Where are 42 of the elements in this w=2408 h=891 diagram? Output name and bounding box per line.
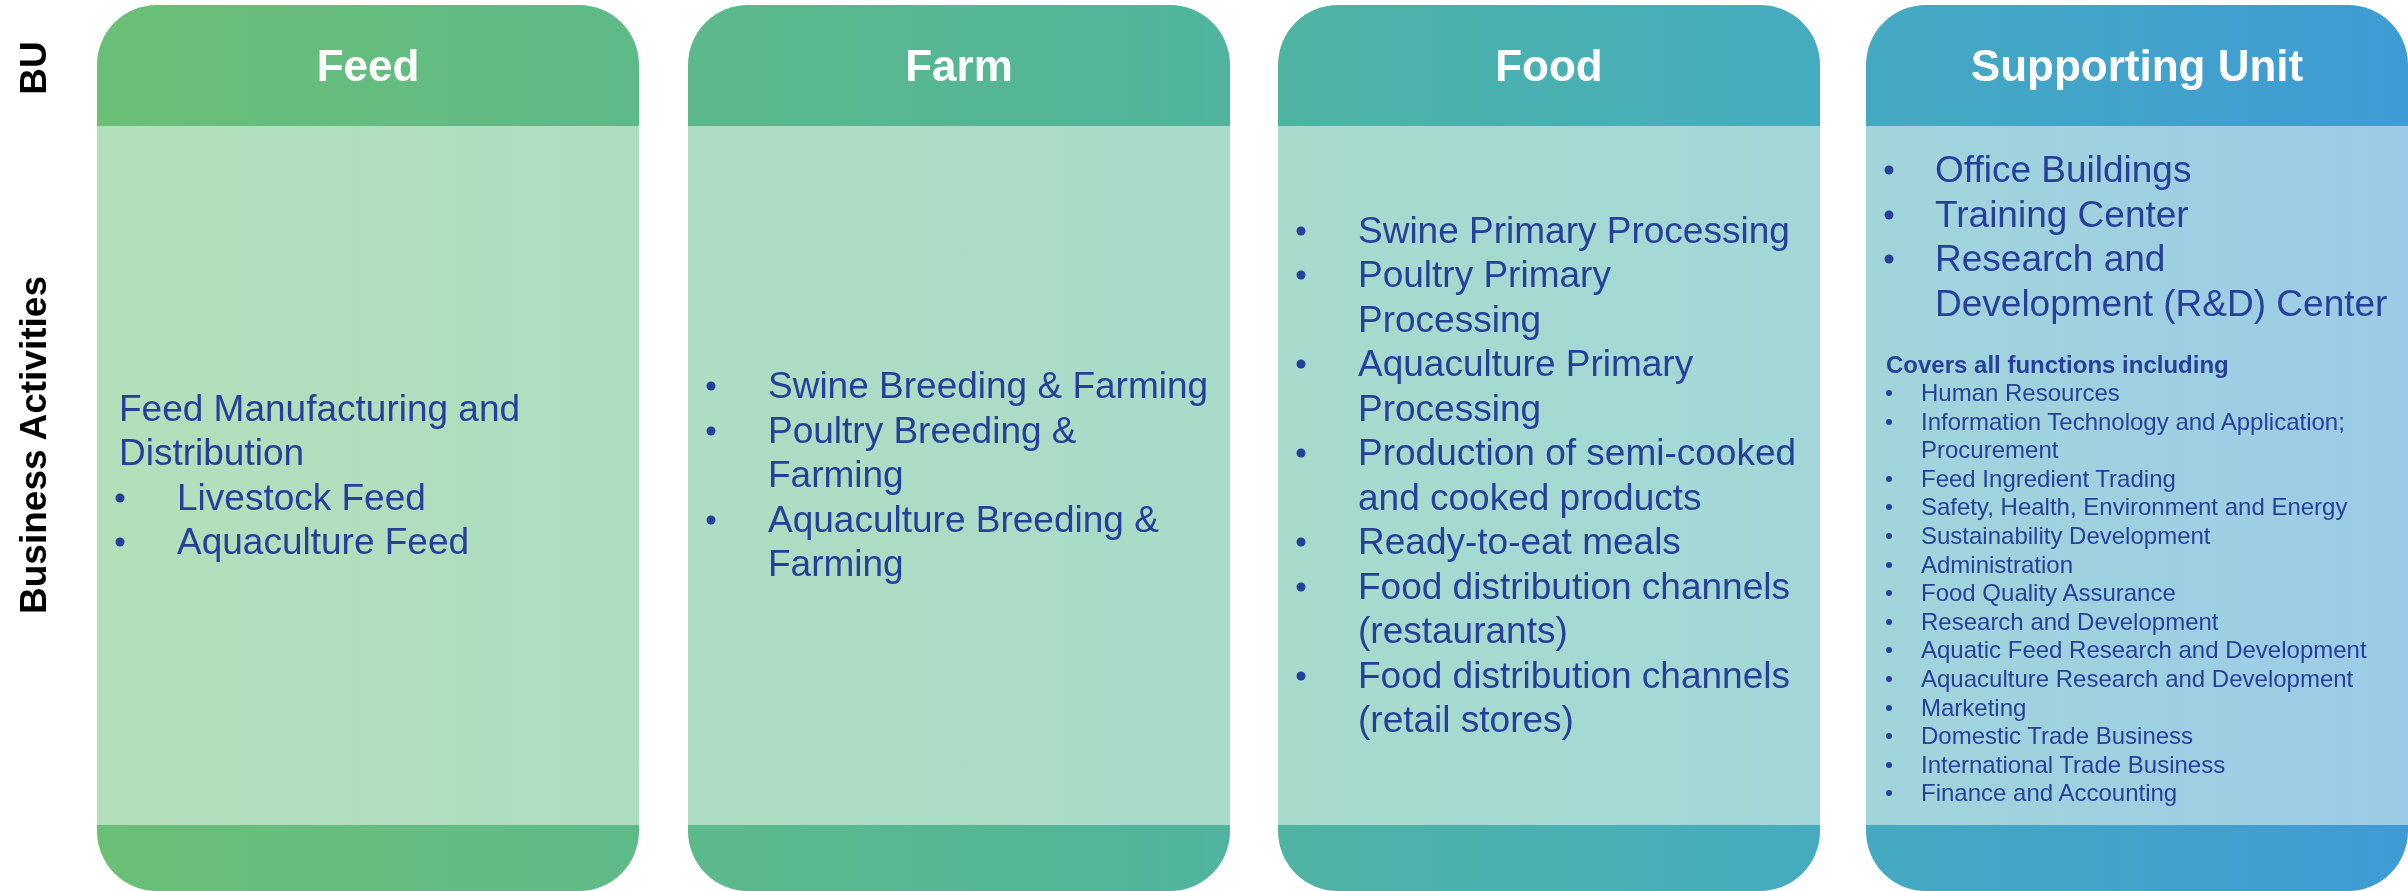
function-item: Aquaculture Research and Development [1921,664,2355,694]
activity-item: Poultry Breeding & Farming [768,408,1078,498]
function-item: Administration [1921,550,2075,580]
row-label: Business Activities [13,276,55,614]
function-item: Aquatic Feed Research and Development [1921,636,2368,665]
unit-header: Supporting Unit [1866,5,2408,126]
description: Feed Manufacturing and Distribution [119,386,522,475]
function-item: Domestic Trade Business [1921,722,2195,751]
function-item: Feed Ingredient Trading [1921,464,2177,494]
activity-item: Ready-to-eat meals [1358,520,1682,564]
activities-panel [688,126,1230,825]
activity-item: Research and Development (R&D) Center [1935,237,2389,326]
activity-item: Swine Primary Processing [1358,208,1791,253]
activity-item: Training Center [1935,192,2190,237]
function-item: Food Quality Assurance [1921,579,2177,608]
activity-item: Livestock Feed [177,475,427,520]
function-item: Marketing [1921,693,2028,723]
activity-item: Food distribution channels (retail stores) [1358,653,1791,742]
activity-item: Food distribution channels (restaurants) [1358,564,1791,653]
function-item: Sustainability Development [1921,521,2212,551]
activity-item: Poultry Primary Processing [1358,253,1612,342]
activities-panel [97,126,639,825]
unit-header: Farm [688,5,1230,126]
row-label: BU [13,41,55,95]
activity-item: Office Buildings [1935,148,2193,192]
function-item: Safety, Health, Environment and Energy [1921,493,2349,522]
function-item: Information Technology and Application; Procurement [1921,407,2346,465]
function-item: Human Resources [1921,379,2121,408]
function-item: International Trade Business [1921,750,2227,780]
activity-item: Aquaculture Breeding & Farming [768,497,1160,587]
activity-item: Aquaculture Primary Processing [1358,342,1695,431]
activities-panel [1866,126,2408,825]
activities-panel [1278,126,1820,825]
section-heading: Covers all functions including [1886,350,2230,379]
unit-header: Food [1278,5,1820,126]
activity-item: Aquaculture Feed [177,520,471,564]
activity-item: Production of semi-cooked and cooked products [1358,431,1798,520]
function-item: Research and Development [1921,607,2220,637]
unit-header: Feed [97,5,639,126]
activity-item: Swine Breeding & Farming [768,364,1210,409]
footer-bar [1866,825,2408,891]
function-item: Finance and Accounting [1921,779,2179,808]
